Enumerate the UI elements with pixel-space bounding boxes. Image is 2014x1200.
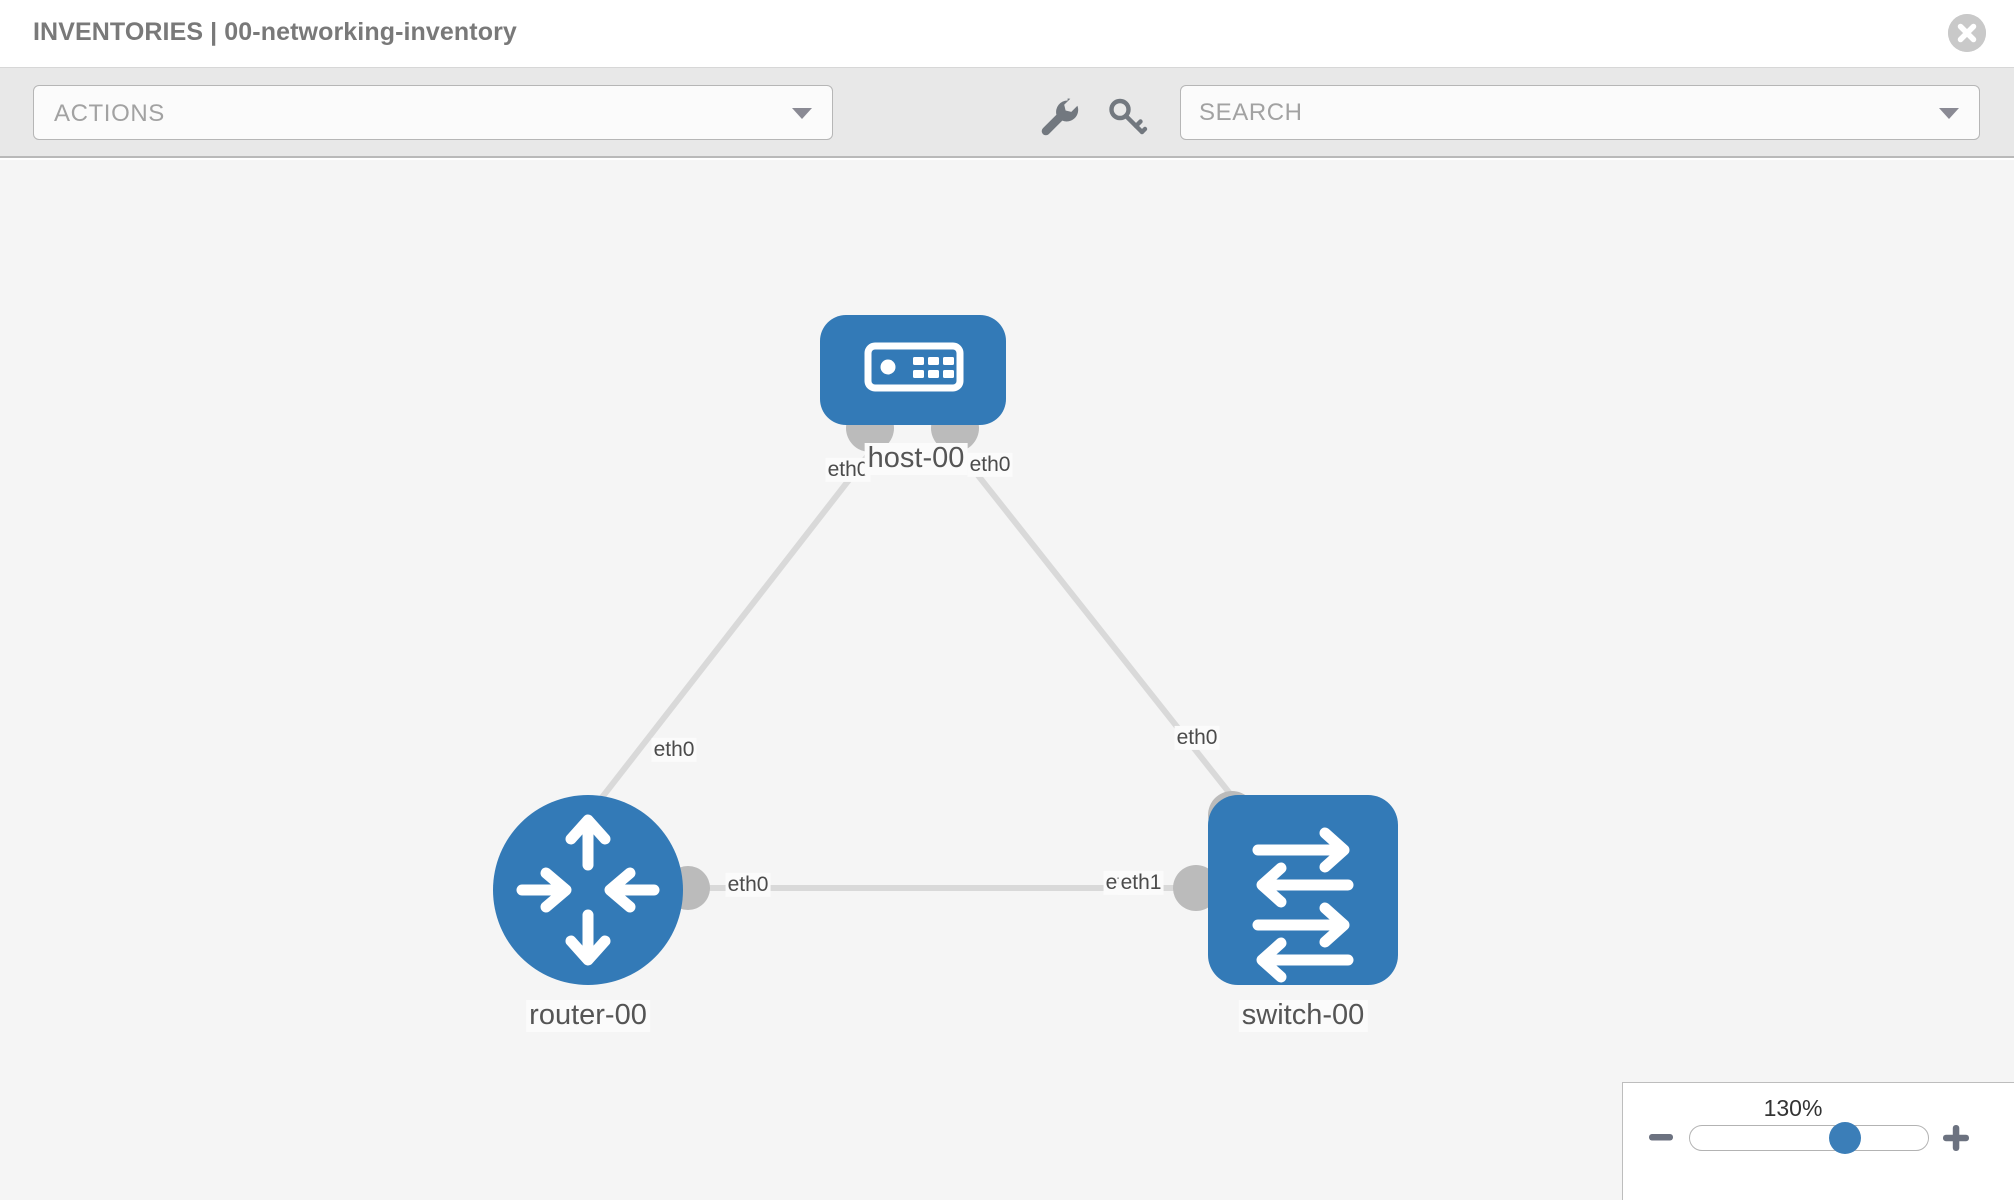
zoom-in-button[interactable] bbox=[1941, 1123, 1971, 1153]
iface-label: eth1 bbox=[1118, 870, 1164, 896]
iface-label: eth0 bbox=[825, 457, 871, 483]
iface-label: eth0 bbox=[725, 872, 771, 898]
node-host-00 bbox=[820, 315, 1006, 425]
node-router-00 bbox=[493, 795, 683, 985]
toolbar: ACTIONS bbox=[0, 68, 2014, 158]
page-header: INVENTORIES | 00-networking-inventory bbox=[0, 0, 2014, 68]
chevron-down-icon[interactable] bbox=[1939, 107, 1959, 119]
chevron-down-icon bbox=[792, 107, 812, 119]
zoom-control-panel: 130% bbox=[1622, 1082, 2014, 1200]
server-icon bbox=[864, 342, 964, 392]
iface-label: eth0 bbox=[651, 737, 697, 763]
topology-canvas[interactable]: eth0 eth0 eth0 eth0 eth0 eth0 eth1 host-… bbox=[0, 160, 2014, 1200]
actions-dropdown[interactable]: ACTIONS bbox=[33, 85, 833, 140]
iface-label: eth0 bbox=[1174, 725, 1220, 751]
page-title: INVENTORIES | 00-networking-inventory bbox=[33, 18, 517, 46]
zoom-out-button[interactable] bbox=[1647, 1123, 1675, 1151]
topology-graph bbox=[493, 315, 1398, 985]
node-switch-00 bbox=[1208, 795, 1398, 985]
port-nub bbox=[1173, 865, 1219, 911]
router-arrows-icon bbox=[516, 814, 660, 966]
close-icon[interactable] bbox=[1948, 14, 1986, 52]
node-label-router-00: router-00 bbox=[526, 999, 650, 1032]
zoom-slider[interactable] bbox=[1689, 1122, 1929, 1154]
wrench-icon[interactable] bbox=[1035, 94, 1081, 140]
key-icon[interactable] bbox=[1104, 94, 1150, 140]
port-layer bbox=[666, 404, 1256, 911]
search-input[interactable] bbox=[1199, 86, 1919, 139]
link-host-router bbox=[597, 438, 883, 802]
zoom-level-label: 130% bbox=[1763, 1095, 1823, 1121]
switch-arrows-icon bbox=[1252, 827, 1354, 983]
link-layer bbox=[597, 438, 1238, 891]
actions-dropdown-label: ACTIONS bbox=[54, 100, 165, 127]
zoom-slider-thumb[interactable] bbox=[1828, 1122, 1861, 1154]
search-field[interactable] bbox=[1180, 85, 1980, 140]
node-label-switch-00: switch-00 bbox=[1238, 999, 1368, 1032]
node-label-host-00: host-00 bbox=[864, 442, 968, 475]
iface-label: eth0 bbox=[967, 452, 1013, 478]
